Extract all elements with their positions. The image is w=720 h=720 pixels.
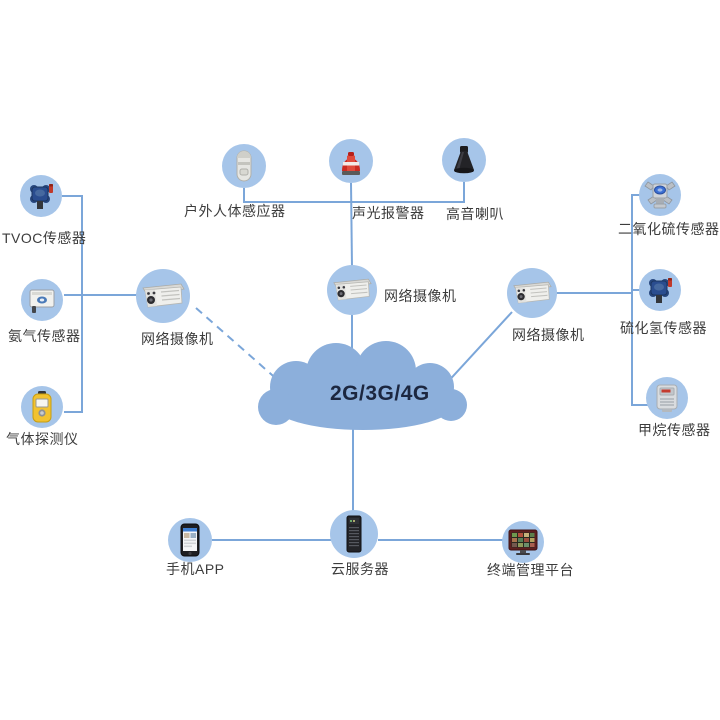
- node-methane-sensor: [646, 377, 688, 419]
- node-portable-gas-detector: [21, 386, 63, 428]
- label-methane-sensor: 甲烷传感器: [638, 422, 711, 438]
- gas-sensor-icon: [649, 278, 672, 303]
- connector-top-bus: [243, 182, 465, 203]
- label-h2s-sensor: 硫化氢传感器: [620, 320, 707, 336]
- connector-alarm-to-center-camera: [350, 182, 353, 269]
- node-cloud-server: [330, 510, 378, 558]
- cctv-camera-icon: [513, 281, 552, 304]
- alarm-beacon-icon: [342, 152, 360, 175]
- label-ammonia-sensor: 氨气传感器: [8, 328, 81, 344]
- node-h2s-sensor: [639, 269, 681, 311]
- server-tower-icon: [346, 515, 362, 553]
- node-tvoc-sensor: [20, 175, 62, 217]
- pir-sensor-icon: [236, 150, 252, 182]
- portable-detector-icon: [32, 391, 52, 423]
- connector-right-camera-to-cloud: [443, 311, 513, 387]
- node-camera-center: [327, 265, 377, 315]
- label-outdoor-pir-sensor: 户外人体感应器: [184, 203, 286, 219]
- label-so2-sensor: 二氧化硫传感器: [618, 221, 720, 237]
- node-ammonia-sensor: [21, 279, 63, 321]
- cloud-network-label: 2G/3G/4G: [330, 382, 430, 405]
- wall-sensor-icon: [656, 384, 678, 412]
- label-camera-left: 网络摄像机: [141, 331, 214, 347]
- node-so2-sensor: [639, 174, 681, 216]
- label-camera-right: 网络摄像机: [512, 327, 585, 343]
- connector-left-trunk: [62, 195, 83, 413]
- label-cloud-server: 云服务器: [331, 561, 389, 577]
- node-terminal-platform: [502, 521, 544, 563]
- connector-right-trunk: [631, 194, 648, 406]
- mounted-sensor-icon: [644, 181, 676, 209]
- smartphone-icon: [180, 523, 200, 557]
- monitor-icon: [508, 529, 538, 555]
- node-horn-speaker: [442, 138, 486, 182]
- label-portable-gas-detector: 气体探测仪: [6, 431, 79, 447]
- label-horn-speaker: 高音喇叭: [446, 206, 504, 222]
- cloud-shape: [258, 341, 467, 430]
- node-phone-app: [168, 518, 212, 562]
- transmitter-box-icon: [29, 289, 55, 313]
- node-camera-right: [507, 268, 557, 318]
- gas-sensor-icon: [30, 184, 53, 209]
- label-sound-light-alarm: 声光报警器: [352, 205, 425, 221]
- node-outdoor-pir-sensor: [222, 144, 266, 188]
- horn-speaker-icon: [454, 146, 474, 174]
- label-phone-app: 手机APP: [166, 561, 225, 577]
- cctv-camera-icon: [333, 278, 372, 301]
- cctv-camera-icon: [142, 283, 185, 308]
- label-camera-center: 网络摄像机: [384, 288, 457, 304]
- connector-left-camera-to-cloud-dashed: [195, 307, 281, 383]
- label-tvoc-sensor: TVOC传感器: [2, 230, 87, 246]
- node-sound-light-alarm: [329, 139, 373, 183]
- label-terminal-platform: 终端管理平台: [487, 562, 574, 578]
- node-camera-left: [136, 269, 190, 323]
